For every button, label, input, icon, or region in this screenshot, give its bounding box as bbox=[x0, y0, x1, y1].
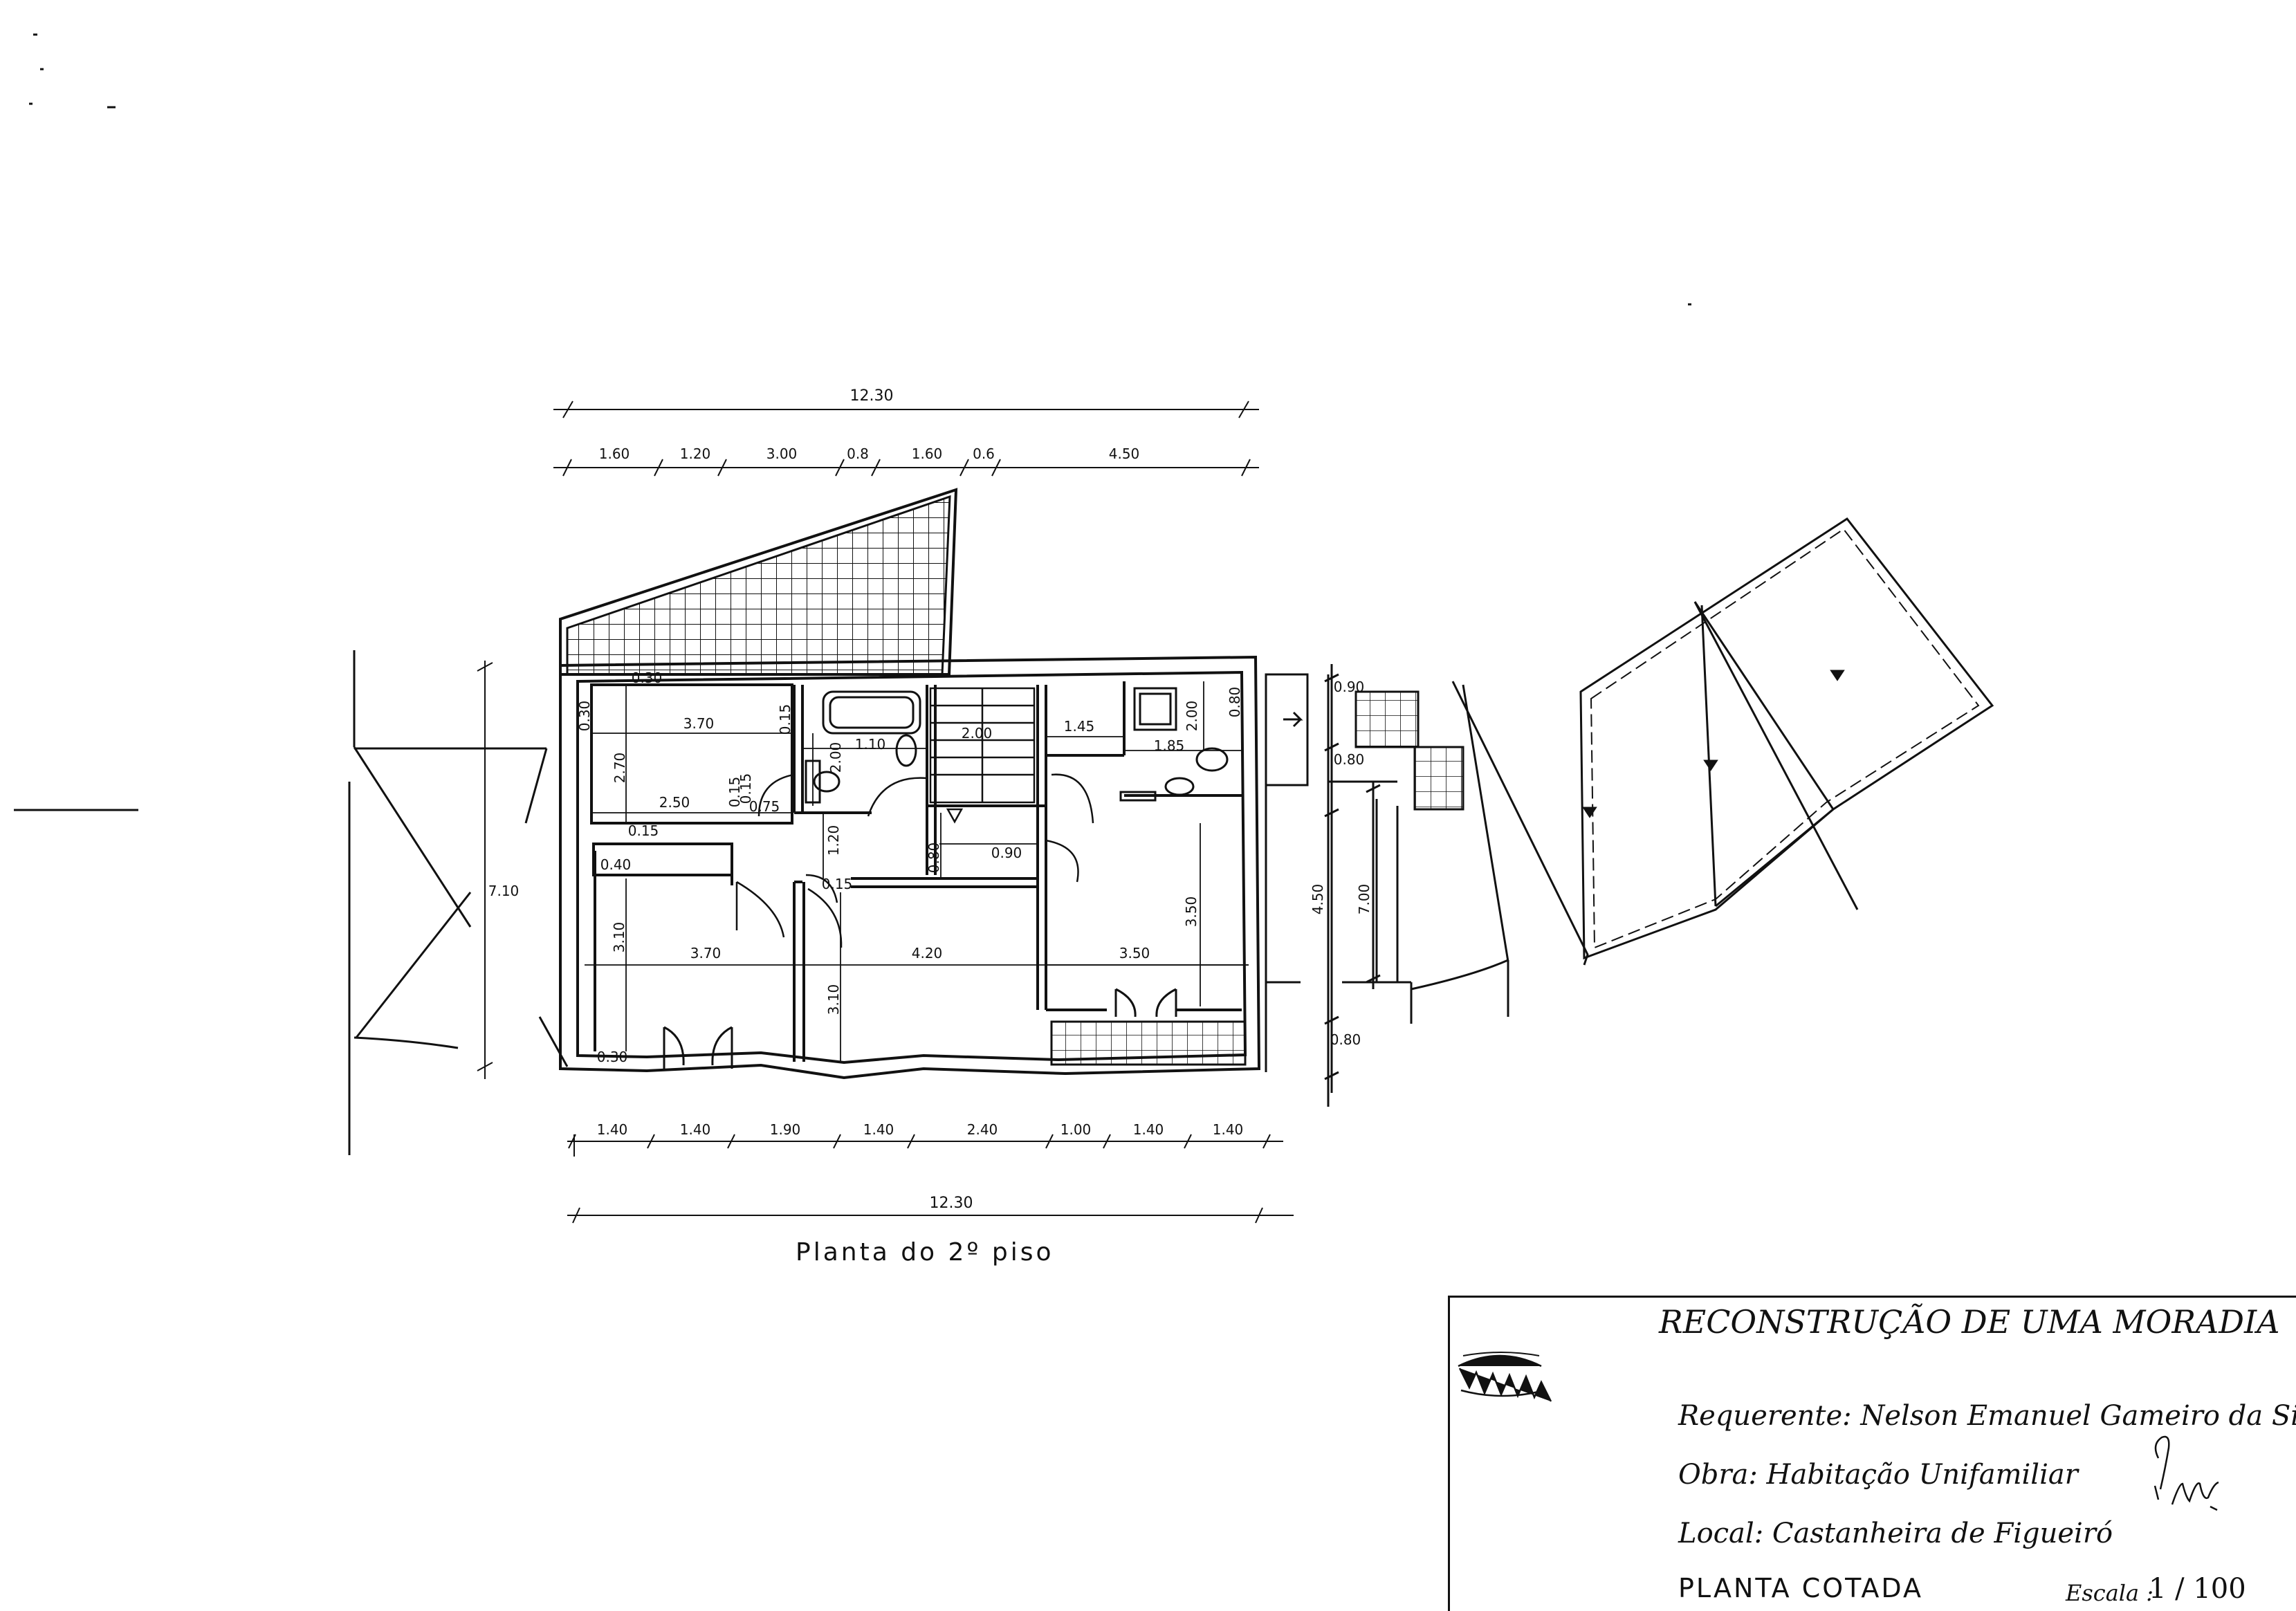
stairs bbox=[929, 687, 1036, 824]
building-outer-walls bbox=[559, 655, 1261, 1080]
dim-bottom-seg-1: 1.40 bbox=[596, 1121, 628, 1138]
dim-room: 0.30 bbox=[631, 670, 663, 686]
balcony-bottom-right bbox=[1050, 1020, 1247, 1066]
dim-room: 3.70 bbox=[683, 715, 715, 732]
dim-room: 0.80 bbox=[1227, 686, 1243, 718]
scale-label: Escala : bbox=[2066, 1580, 2154, 1606]
dim-room: 1.45 bbox=[1063, 718, 1095, 735]
dim-room: 0.15 bbox=[627, 822, 659, 839]
dim-bottom-seg-8: 1.40 bbox=[1212, 1121, 1244, 1138]
dim-room: 1.20 bbox=[825, 825, 842, 856]
dim-room: 0.80 bbox=[926, 842, 942, 874]
dim-room: 3.10 bbox=[825, 984, 842, 1015]
dim-left-total: 7.10 bbox=[488, 883, 520, 899]
dim-bottom-seg-5: 2.40 bbox=[966, 1121, 998, 1138]
municipal-logo bbox=[1458, 1352, 1552, 1402]
room-dimension-leaders bbox=[585, 681, 1249, 1062]
dim-bottom-seg-7: 1.40 bbox=[1132, 1121, 1164, 1138]
dim-room: 3.70 bbox=[690, 945, 722, 961]
dim-room: 0.90 bbox=[991, 845, 1022, 861]
obra-line: Obra: Habitação Unifamiliar bbox=[1678, 1459, 2078, 1491]
title-block: RECONSTRUÇÃO DE UMA MORADIA Requerente: … bbox=[1448, 1296, 2296, 1611]
dim-room: 0.30 bbox=[576, 700, 593, 732]
local-line: Local: Castanheira de Figueiró bbox=[1678, 1518, 2113, 1549]
dim-right-top2: 0.90 bbox=[1333, 679, 1365, 695]
dim-right-middle: 4.50 bbox=[1310, 883, 1326, 915]
signature bbox=[2153, 1435, 2219, 1511]
scan-specks bbox=[29, 33, 1691, 306]
dim-room: 2.00 bbox=[1184, 700, 1200, 732]
dim-room: 4.20 bbox=[911, 945, 943, 961]
dim-top-seg-7: 4.50 bbox=[1108, 445, 1140, 462]
dim-room: 2.00 bbox=[961, 725, 993, 742]
dim-room: 1.85 bbox=[1153, 737, 1185, 754]
dim-room: 3.50 bbox=[1183, 896, 1200, 928]
dim-bottom-seg-3: 1.90 bbox=[769, 1121, 801, 1138]
dim-top-seg-6: 0.6 bbox=[973, 445, 995, 462]
dim-right-inner: 7.00 bbox=[1356, 883, 1372, 915]
adjacent-structure-left bbox=[14, 650, 569, 1155]
dim-room: 3.10 bbox=[611, 921, 627, 953]
dim-bottom-seg-4: 1.40 bbox=[863, 1121, 894, 1138]
dim-top-seg-1: 1.60 bbox=[598, 445, 630, 462]
dim-right-top: 0.80 bbox=[1333, 751, 1365, 768]
dim-room: 2.00 bbox=[827, 742, 844, 773]
dim-top-overall: 12.30 bbox=[849, 387, 894, 405]
interior-walls bbox=[590, 681, 1242, 1062]
sheet-type: PLANTA COTADA bbox=[1678, 1573, 1924, 1603]
dim-room: 0.40 bbox=[600, 856, 632, 873]
dim-room: 1.10 bbox=[854, 736, 886, 753]
dim-room: 0.75 bbox=[749, 798, 780, 815]
plan-title: Planta do 2º piso bbox=[796, 1238, 1054, 1267]
dim-right-bottom: 0.80 bbox=[1330, 1031, 1361, 1048]
requerente-line: Requerente: Nelson Emanuel Gameiro da Si… bbox=[1678, 1400, 2296, 1432]
dim-room: 3.50 bbox=[1119, 945, 1150, 961]
dim-room: 2.70 bbox=[612, 752, 628, 784]
dim-bottom-seg-2: 1.40 bbox=[679, 1121, 711, 1138]
balcony-doors bbox=[663, 988, 1177, 1069]
left-dimension-line bbox=[477, 661, 493, 1079]
dim-top-seg-4: 0.8 bbox=[847, 445, 869, 462]
dim-top-seg-5: 1.60 bbox=[911, 445, 943, 462]
adjacent-structure-right bbox=[1265, 517, 1994, 1107]
dim-room: 0.15 bbox=[821, 876, 853, 892]
bottom-dimension-lines bbox=[567, 1134, 1294, 1224]
scale-value: 1 / 100 bbox=[2149, 1573, 2246, 1605]
dim-bottom-seg-6: 1.00 bbox=[1060, 1121, 1092, 1138]
dim-top-seg-2: 1.20 bbox=[679, 445, 711, 462]
dim-room: 0.30 bbox=[596, 1049, 628, 1065]
dim-top-seg-3: 3.00 bbox=[766, 445, 798, 462]
project-title: RECONSTRUÇÃO DE UMA MORADIA bbox=[1659, 1303, 2280, 1341]
door-swings bbox=[735, 773, 1094, 948]
top-dimension-lines bbox=[553, 401, 1259, 477]
terrace-top bbox=[559, 488, 958, 676]
dim-bottom-overall: 12.30 bbox=[929, 1195, 973, 1212]
dim-room: 2.50 bbox=[659, 794, 690, 811]
dim-room: 0.15 bbox=[777, 703, 793, 735]
